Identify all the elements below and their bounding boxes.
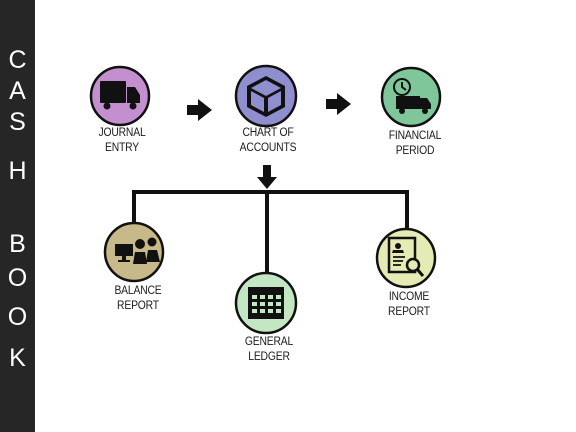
cube-icon bbox=[247, 76, 285, 117]
sidebar-letter: O bbox=[7, 303, 28, 331]
sidebar-letter: A bbox=[9, 77, 26, 105]
sidebar-letter: B bbox=[9, 230, 26, 258]
node-circle bbox=[103, 221, 165, 283]
document-search-icon bbox=[387, 236, 425, 277]
meeting-icon bbox=[115, 237, 160, 264]
sidebar-letter: C bbox=[8, 46, 27, 74]
sidebar-letter: K bbox=[9, 344, 26, 372]
arrow-right-icon bbox=[326, 93, 351, 115]
node-balance-report bbox=[103, 221, 165, 283]
sidebar-letter: O bbox=[7, 264, 28, 292]
node-general-ledger bbox=[234, 271, 298, 335]
node-financial-period bbox=[380, 66, 442, 128]
financial-period-label: FINANCIAL PERIOD bbox=[388, 130, 442, 157]
arrow-down-icon bbox=[257, 165, 277, 189]
node-chart-of-accounts bbox=[234, 64, 298, 128]
node-journal-entry bbox=[89, 65, 151, 127]
sidebar-letter: S bbox=[9, 108, 26, 136]
tree-connector bbox=[132, 190, 409, 274]
balance-report-label: BALANCE REPORT bbox=[114, 285, 162, 312]
journal-entry-label: JOURNAL ENTRY bbox=[98, 127, 146, 154]
truck-icon bbox=[100, 81, 140, 110]
cash-book-sidebar: C A S H B O O K bbox=[0, 0, 35, 432]
general-ledger-label: GENERAL LEDGER bbox=[244, 336, 294, 363]
chart-of-accounts-label: CHART OF ACCOUNTS bbox=[239, 127, 297, 154]
arrow-right-icon bbox=[187, 99, 212, 121]
delivery-clock-icon bbox=[393, 78, 431, 114]
node-income-report bbox=[375, 227, 437, 289]
grid-table-icon bbox=[248, 287, 284, 319]
income-report-label: INCOME REPORT bbox=[388, 291, 430, 318]
sidebar-letter: H bbox=[8, 157, 27, 185]
